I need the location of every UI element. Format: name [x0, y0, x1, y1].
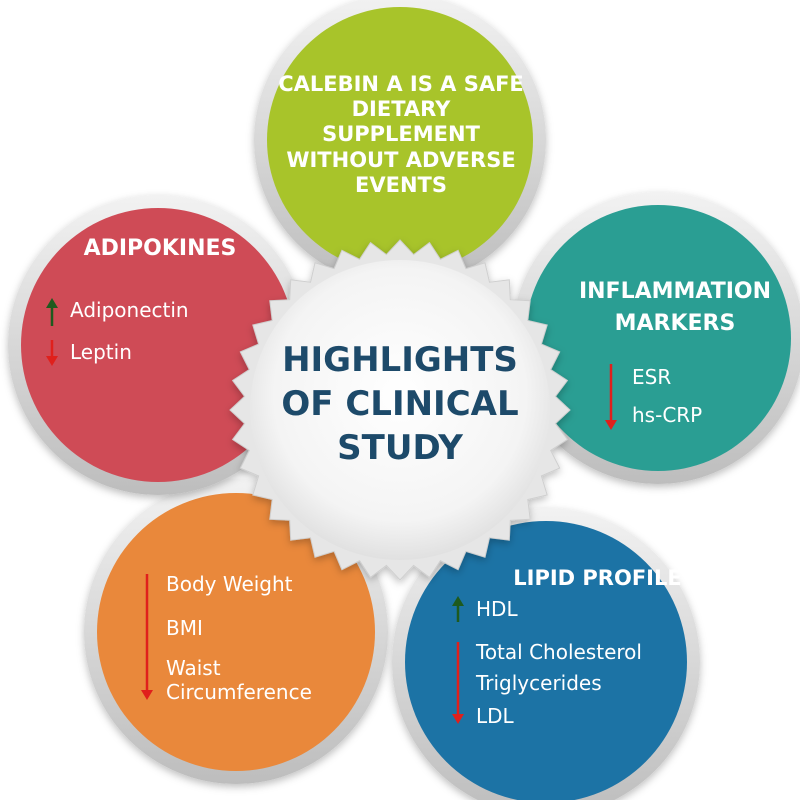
petal-lipid-profile-fill — [405, 521, 687, 800]
up-arrow-icon — [46, 298, 58, 326]
petal-safety-fill — [267, 7, 533, 273]
petal-body-metrics — [84, 480, 388, 784]
down-arrow-icon — [452, 642, 464, 724]
down-arrow-icon — [141, 574, 153, 700]
petal-lipid-profile — [392, 508, 700, 800]
inflammation-item-hscrp: hs-CRP — [632, 403, 703, 427]
center-title: HIGHLIGHTS OF CLINICAL STUDY — [281, 340, 519, 469]
arrows-layer — [46, 298, 617, 724]
lipid-item-ldl: LDL — [476, 704, 514, 728]
petal-inflammation-markers-fill — [525, 205, 791, 471]
petal-inflammation-markers — [512, 192, 800, 484]
petal-body-metrics-fill — [97, 493, 375, 771]
inflammation-title: INFLAMMATION MARKERS — [578, 279, 772, 336]
lipid-item-total-cholesterol: Total Cholesterol — [476, 640, 642, 664]
body-item-bmi: BMI — [166, 616, 203, 640]
inflammation-item-esr: ESR — [632, 365, 672, 389]
safety-title: CALEBIN A IS A SAFE DIETARY SUPPLEMENT W… — [278, 72, 524, 197]
body-item-body-weight: Body Weight — [166, 572, 293, 596]
lipid-item-triglycerides: Triglycerides — [476, 671, 602, 695]
petal-adipokines-fill — [21, 208, 295, 482]
petal-safety — [254, 0, 546, 286]
lipid-item-hdl: HDL — [476, 597, 518, 621]
down-arrow-icon — [46, 340, 58, 366]
up-arrow-icon — [452, 596, 464, 622]
petal-adipokines — [8, 195, 308, 495]
body-item-waist: Waist Circumference — [166, 656, 312, 704]
down-arrow-icon — [605, 364, 617, 430]
adipokines-title: ADIPOKINES — [83, 236, 237, 261]
adipokines-item-leptin: Leptin — [70, 340, 132, 364]
lipid-title: LIPID PROFILE — [513, 566, 682, 590]
adipokines-item-adiponectin: Adiponectin — [70, 298, 189, 322]
center-hub — [229, 239, 571, 581]
